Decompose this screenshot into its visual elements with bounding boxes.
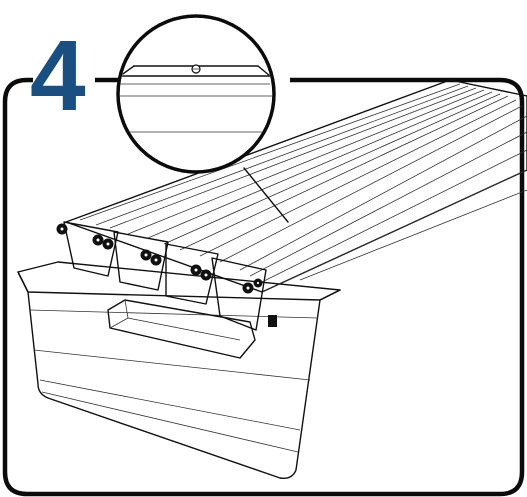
screw-icon: [56, 223, 263, 294]
step-number: 4: [30, 20, 86, 132]
water-tank: [17, 261, 341, 480]
detail-magnifier-icon: [116, 14, 276, 174]
step-frame: [2, 77, 525, 497]
detail-pointer-line: [243, 167, 289, 223]
solar-panel-array: [56, 79, 527, 331]
